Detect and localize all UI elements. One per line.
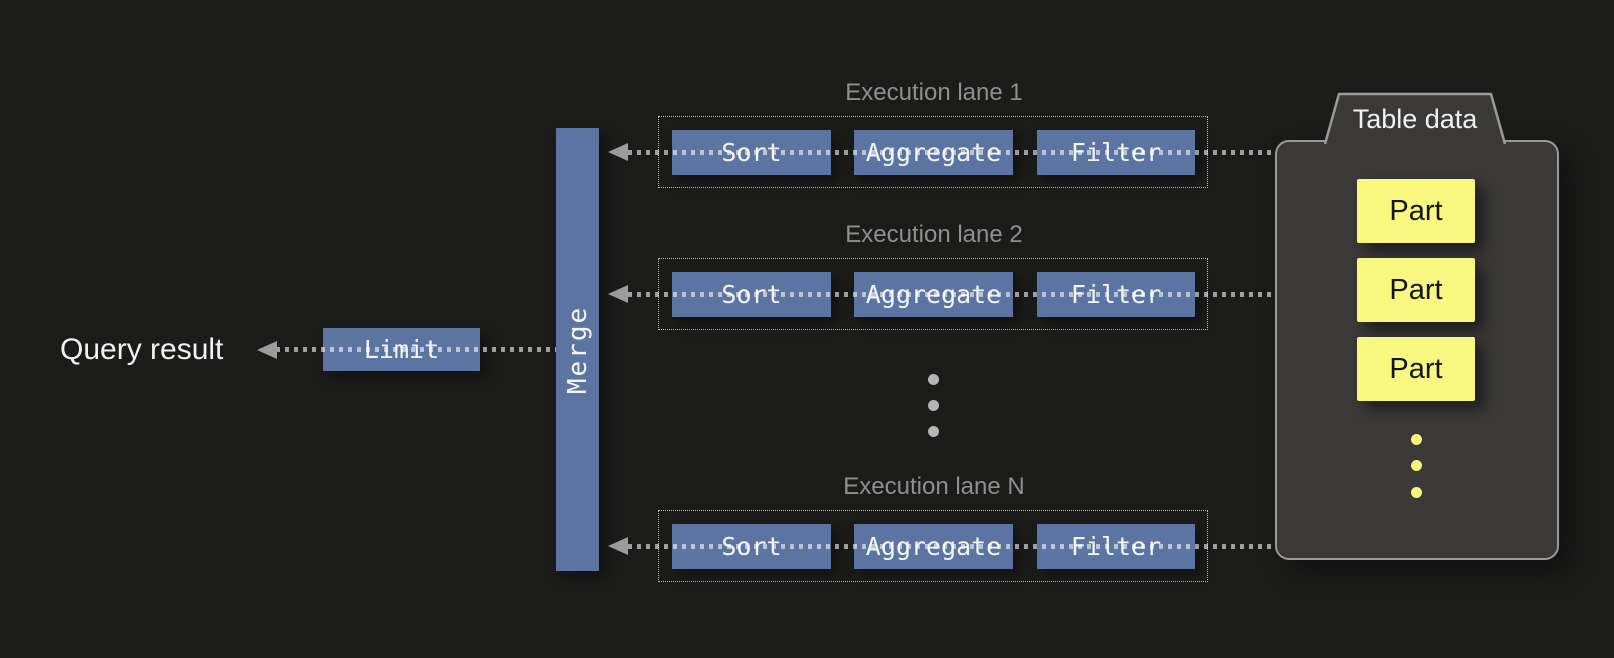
lane-n-label: Execution lane N: [843, 473, 1025, 500]
dotted-flow-line: [628, 292, 1275, 297]
lane-1-label: Execution lane 1: [845, 79, 1023, 106]
part-ellipsis-dot: [1411, 487, 1422, 498]
arrowhead-left-icon: [608, 285, 628, 303]
dotted-flow-line: [276, 347, 556, 352]
part-ellipsis-dot: [1411, 460, 1422, 471]
arrowhead-left-icon: [608, 143, 628, 161]
query-result-label: Query result: [60, 333, 224, 366]
part-box: Part: [1357, 337, 1475, 401]
merge-label: Merge: [562, 305, 593, 394]
dotted-flow-line: [628, 544, 1275, 549]
part-box: Part: [1357, 258, 1475, 322]
lane-ellipsis-dot: [928, 426, 939, 437]
lane-ellipsis-dot: [928, 374, 939, 385]
table-data-label: Table data: [1352, 104, 1478, 134]
merge-operator-bar: Merge: [556, 128, 599, 571]
lane-2-label: Execution lane 2: [845, 221, 1023, 248]
arrowhead-left-icon: [257, 341, 277, 359]
lane-ellipsis-dot: [928, 400, 939, 411]
table-data-tab: [1324, 92, 1506, 144]
part-box: Part: [1357, 179, 1475, 243]
arrowhead-left-icon: [608, 537, 628, 555]
part-ellipsis-dot: [1411, 434, 1422, 445]
dotted-flow-line: [628, 150, 1275, 155]
